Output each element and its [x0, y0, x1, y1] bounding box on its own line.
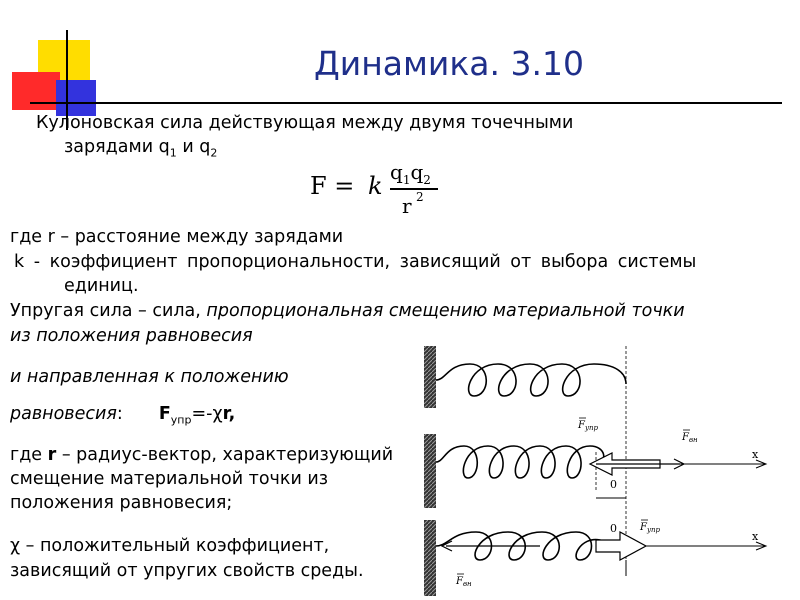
x-axis-label-bottom: x — [752, 530, 759, 543]
spring-stretched — [435, 531, 621, 561]
elastic-force-text: Упругая сила – сила, — [10, 301, 207, 321]
equilibrium-colon: : — [116, 404, 123, 424]
origin-label-middle: 0 — [610, 478, 617, 491]
title-underline — [30, 102, 782, 104]
coulomb-formula: F = k q1q2 r 2 — [310, 160, 450, 224]
charge-1-subscript: 1 — [169, 146, 177, 160]
radius-vector-symbol: r — [47, 445, 57, 465]
elastic-force-italic: пропорциональная смещению материальной т… — [206, 301, 685, 321]
label-f-upr-middle: Fупр — [577, 420, 599, 432]
formula-numerator: q1q2 — [390, 160, 431, 187]
label-f-vn-middle: Fвн — [681, 432, 698, 444]
radius-vector-where: где — [10, 445, 48, 465]
label-f-upr-bottom: Fупр — [639, 522, 661, 534]
formula-num-q2: q — [410, 160, 424, 184]
wall-top — [424, 346, 436, 408]
directed-line: и направленная к положению — [10, 367, 289, 387]
formula-denominator-r: r — [402, 194, 412, 218]
chi-line-1: χ – положительный коэффициент, — [10, 536, 330, 556]
label-f-vn-bottom: Fвн — [455, 576, 472, 588]
x-axis-middle-arrow — [755, 459, 768, 469]
coulomb-line-1: Кулоновская сила действующая между двумя… — [36, 113, 574, 133]
x-axis-bottom-arrow — [755, 541, 768, 551]
coulomb-line-2: зарядами q1 и q2 — [64, 136, 217, 165]
k-coefficient-line-1: k - коэффициент пропорциональности, зави… — [14, 252, 697, 272]
formula-k: k — [368, 172, 383, 200]
arrow-f-vn-bottom-head — [440, 540, 453, 552]
decor-blue-square — [56, 80, 96, 116]
spring-relaxed — [435, 363, 627, 397]
arrow-f-upr-bottom — [595, 530, 648, 562]
formula-num-q1: q — [390, 160, 403, 184]
radius-vector-line-3: положения равновесия; — [10, 493, 233, 513]
formula-lhs: F = — [310, 172, 363, 200]
origin-label-bottom: 0 — [610, 522, 617, 535]
x-axis-label-middle: x — [752, 448, 759, 461]
wall-middle — [424, 434, 436, 508]
equilibrium-word: равновесия — [10, 404, 117, 424]
force-radius-vector: r — [222, 404, 229, 424]
elastic-force-line-1: Упругая сила – сила, пропорциональная см… — [10, 300, 685, 322]
force-equation: =-χ — [191, 404, 223, 424]
slide-title: Динамика. 3.10 — [314, 44, 584, 83]
charge-2-subscript: 2 — [210, 146, 218, 160]
force-subscript: упр — [170, 413, 192, 427]
formula-denominator-exponent: 2 — [416, 190, 424, 204]
where-r-line: где r – расстояние между зарядами — [10, 227, 344, 247]
radius-vector-line-1: где r – радиус-вектор, характеризующий — [10, 444, 393, 466]
spring-compressed — [435, 445, 605, 479]
decor-vertical-line — [66, 30, 68, 130]
formula-num-sub2: 2 — [423, 173, 431, 187]
formula-fraction-bar — [390, 188, 438, 190]
radius-vector-text: – радиус-вектор, характеризующий — [56, 445, 394, 465]
wall-bottom — [424, 520, 436, 596]
k-coefficient-line-2: единиц. — [64, 276, 139, 296]
equilibrium-formula-line: равновесия: Fупр=-χr, — [10, 403, 235, 432]
coulomb-line-2-and: и q — [176, 137, 211, 157]
formula-num-sub1: 1 — [402, 173, 411, 187]
force-symbol: F — [158, 404, 171, 424]
coulomb-line-2-text: зарядами q — [64, 137, 170, 157]
radius-vector-line-2: смещение материальной точки из — [10, 469, 329, 489]
force-comma: , — [228, 404, 236, 424]
elastic-force-line-2: из положения равновесия — [10, 326, 253, 346]
chi-line-2: зависящий от упругих свойств среды. — [10, 561, 364, 581]
